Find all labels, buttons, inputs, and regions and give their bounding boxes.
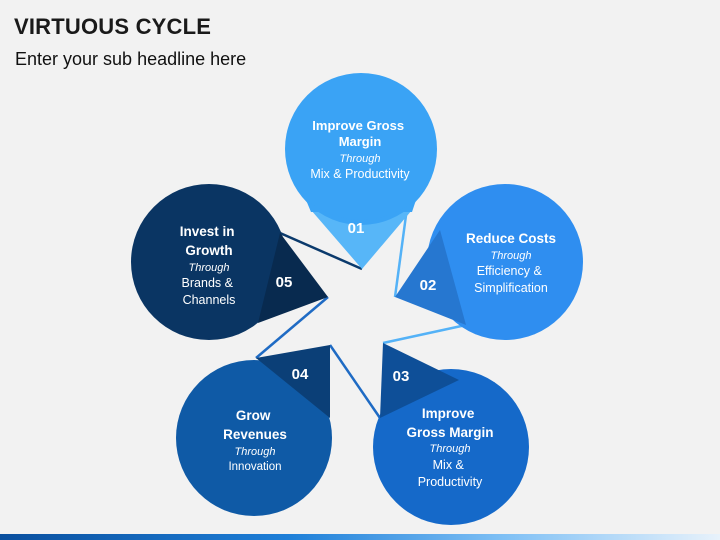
step-03-detail-line-2: Productivity: [418, 475, 483, 489]
footer-accent-bar: [0, 534, 720, 540]
connector-line-2: [382, 323, 467, 345]
connector-line-1: [393, 207, 409, 298]
step-02-through: Through: [491, 250, 532, 262]
step-03-circle: [373, 369, 529, 525]
step-04: 04 Grow Revenues Through Innovation: [176, 345, 332, 516]
step-01-heading-line-1: Improve Gross: [312, 118, 404, 133]
step-04-heading-line-2: Revenues: [223, 427, 287, 442]
step-05-heading-line-1: Invest in: [180, 224, 235, 239]
step-01: 01 Improve Gross Margin Through Mix & Pr…: [285, 73, 437, 269]
step-03-heading-line-2: Gross Margin: [406, 425, 493, 440]
step-02-circle: [427, 184, 583, 340]
step-05: 05 Invest in Growth Through Brands & Cha…: [131, 184, 328, 340]
step-02-heading: Reduce Costs: [466, 231, 556, 246]
step-01-through: Through: [340, 153, 381, 165]
step-02-detail-line-2: Simplification: [474, 281, 548, 295]
step-01-number: 01: [348, 220, 365, 237]
connector-line-3: [328, 344, 382, 419]
page-title: VIRTUOUS CYCLE: [14, 14, 212, 39]
connector-lines: [255, 207, 467, 419]
step-05-heading: Invest in Growth: [180, 224, 239, 258]
step-05-detail-line-2: Channels: [183, 293, 236, 307]
step-03-detail: Mix & Productivity: [418, 458, 483, 489]
step-05-number: 05: [276, 274, 293, 291]
step-03-heading-line-1: Improve: [422, 406, 475, 421]
page-subtitle: Enter your sub headline here: [15, 49, 247, 69]
step-04-tip: [256, 345, 330, 418]
step-05-detail: Brands & Channels: [182, 276, 237, 307]
step-02-detail-line-1: Efficiency &: [477, 264, 543, 278]
step-01-circle: [285, 73, 437, 225]
connector-line-5: [279, 231, 363, 271]
step-02-detail: Efficiency & Simplification: [474, 264, 548, 295]
connector-line-4: [255, 296, 329, 359]
step-05-heading-line-2: Growth: [185, 243, 232, 258]
step-03-heading: Improve Gross Margin: [406, 406, 493, 440]
step-05-through: Through: [189, 262, 230, 274]
step-04-circle: [176, 360, 332, 516]
step-04-number: 04: [292, 366, 309, 383]
step-02-tip: [395, 230, 466, 325]
step-04-detail: Innovation: [228, 461, 281, 473]
step-05-detail-line-1: Brands &: [182, 276, 234, 290]
step-04-through: Through: [235, 446, 276, 458]
step-05-tip: [258, 233, 328, 323]
step-01-heading-line-2: Margin: [339, 134, 382, 149]
step-01-detail: Mix & Productivity: [310, 167, 410, 181]
step-02: 02 Reduce Costs Through Efficiency & Sim…: [395, 184, 583, 340]
step-03-tip: [380, 343, 459, 418]
step-04-heading-line-1: Grow: [236, 408, 271, 423]
step-01-heading: Improve Gross Margin: [312, 118, 407, 149]
step-02-number: 02: [420, 277, 437, 294]
step-01-tip: [311, 210, 412, 269]
step-03: 03 Improve Gross Margin Through Mix & Pr…: [373, 343, 529, 525]
step-03-number: 03: [393, 368, 410, 385]
step-05-circle: [131, 184, 287, 340]
step-03-detail-line-1: Mix &: [433, 458, 465, 472]
step-03-through: Through: [430, 443, 471, 455]
step-04-heading: Grow Revenues: [223, 408, 287, 442]
